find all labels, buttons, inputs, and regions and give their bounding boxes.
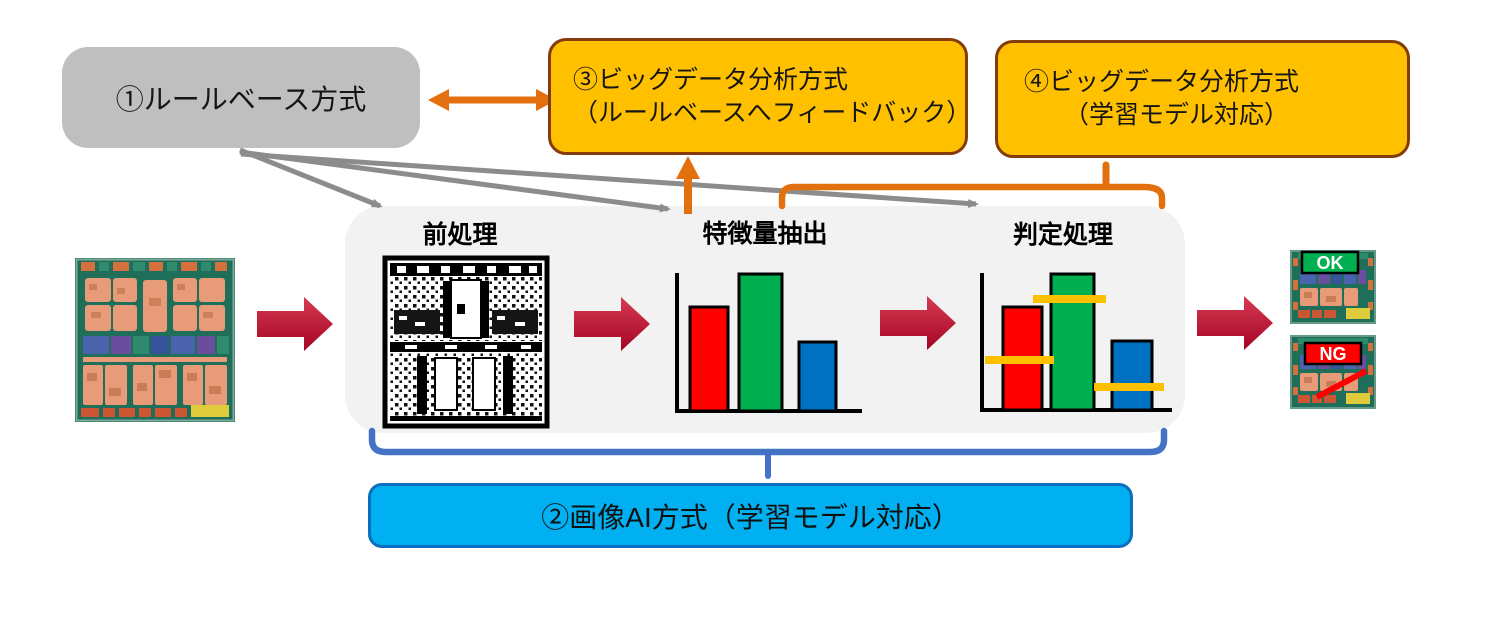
feedback-arrow (676, 156, 700, 214)
rule-link-arrows (239, 147, 979, 213)
bar (737, 272, 784, 413)
ng-badge: NG (1303, 341, 1363, 366)
rule-based-method-label: ①ルールベース方式 (115, 83, 367, 115)
ng-badge-label: NG (1320, 344, 1347, 364)
bar (688, 305, 730, 413)
input-chip-image (75, 258, 235, 422)
rule-link-arrow-judgment (240, 151, 979, 208)
judgment-bar-chart (985, 272, 1164, 412)
bigdata-feedback-box: ③ビッグデータ分析方式 （ルールベースへフィードバック） (548, 38, 972, 155)
ok-badge-label: OK (1317, 253, 1344, 273)
preprocessed-chip-image (382, 255, 550, 429)
bigdata-feedback-line1: ③ビッグデータ分析方式 (573, 65, 849, 94)
feature-bar-chart (688, 272, 838, 413)
defect-mark (1315, 368, 1368, 400)
bigdata-feedback-line2: （ルールベースへフィードバック） (573, 98, 972, 127)
bigdata-model-line1: ④ビッグデータ分析方式 (1024, 68, 1300, 96)
rule-based-method-box: ①ルールベース方式 (62, 47, 420, 148)
stage-label-preprocessing: 前処理 (422, 221, 498, 249)
stage-label-judgment: 判定処理 (1012, 221, 1114, 249)
bigdata-model-box: ④ビッグデータ分析方式 （学習モデル対応） (995, 40, 1410, 158)
flow-arrow-1 (257, 297, 333, 351)
bar (1049, 272, 1096, 412)
flow-arrow-4 (1197, 296, 1273, 350)
blue-brace (368, 427, 1168, 479)
method-connector-arrow (428, 89, 557, 111)
rule-link-arrow-preprocess (239, 147, 383, 209)
bar (1110, 339, 1154, 412)
bar (797, 340, 838, 413)
bigdata-model-line2: （学習モデル対応） (1064, 101, 1290, 129)
orange-brace (778, 161, 1166, 210)
image-ai-method-label: ②画像AI方式（学習モデル対応） (541, 501, 960, 533)
stage-label-feature-extraction: 特徴量抽出 (702, 220, 828, 248)
ok-badge: OK (1300, 250, 1360, 275)
rule-link-arrow-feature (239, 149, 671, 213)
judgment-chart-axes (980, 273, 1172, 412)
image-ai-method-box: ②画像AI方式（学習モデル対応） (368, 483, 1133, 548)
